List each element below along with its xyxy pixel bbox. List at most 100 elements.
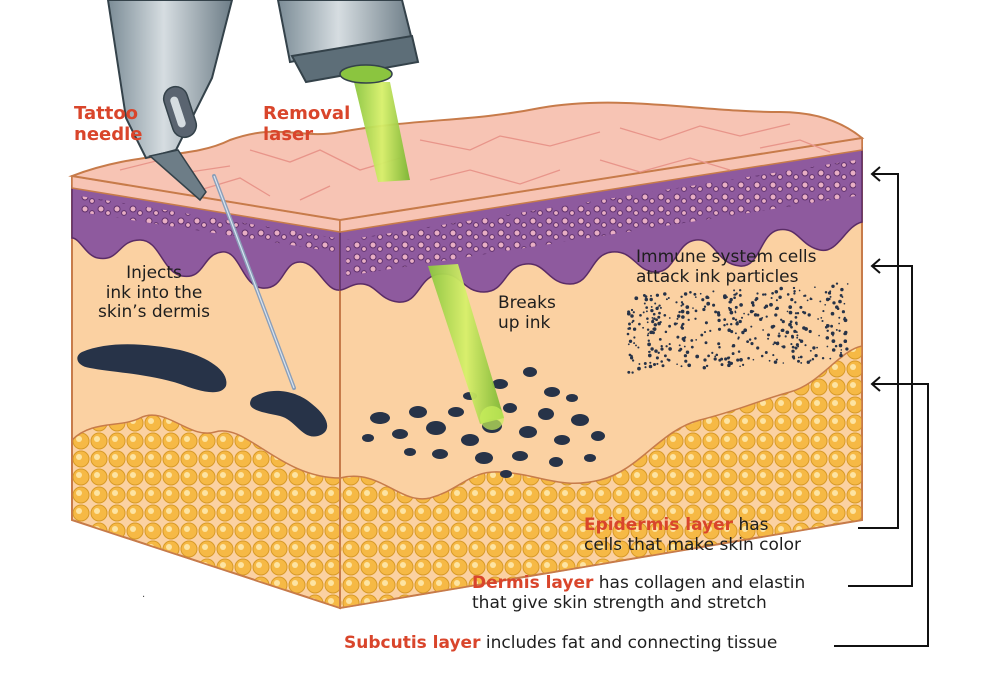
ink-particle xyxy=(676,363,678,366)
ink-particle xyxy=(703,305,707,308)
subcutis-fat-layer-front xyxy=(71,414,341,610)
ink-particle xyxy=(676,317,679,320)
ink-particle xyxy=(784,335,787,338)
layer-pointer-lines xyxy=(834,173,929,647)
ink-particle xyxy=(741,363,745,367)
ink-particle xyxy=(650,347,654,351)
ink-particle xyxy=(727,360,731,364)
ink-particle xyxy=(798,289,801,292)
ink-particle xyxy=(797,356,800,359)
ink-particle xyxy=(681,326,684,330)
ink-particle xyxy=(830,324,834,328)
ink-particle xyxy=(655,306,659,311)
ink-particle xyxy=(694,317,697,320)
ink-particle xyxy=(723,294,727,298)
ink-particle xyxy=(631,321,634,324)
ink-particle xyxy=(827,291,832,295)
ink-particle xyxy=(658,311,661,315)
dermis-layer-label: Dermis layer has collagen and elastin th… xyxy=(472,573,806,613)
ink-particle xyxy=(816,346,818,349)
ink-particle xyxy=(790,325,793,329)
ink-particle xyxy=(724,357,728,361)
ink-particle xyxy=(754,337,757,340)
ink-particle xyxy=(829,295,832,298)
ink-particle xyxy=(680,301,684,304)
ink-particle xyxy=(676,335,680,339)
ink-particle xyxy=(799,339,804,343)
ink-particle xyxy=(729,362,733,365)
ink-particle xyxy=(765,315,768,318)
ink-particle xyxy=(680,309,685,314)
ink-particle xyxy=(664,330,668,334)
ink-particle xyxy=(633,336,636,339)
ink-particle xyxy=(717,318,721,323)
ink-particle xyxy=(791,345,795,349)
ink-particle xyxy=(645,310,648,313)
ink-particle xyxy=(687,318,690,322)
ink-particle xyxy=(740,316,744,319)
ink-particle xyxy=(826,345,829,348)
ink-particle xyxy=(786,293,790,296)
ink-particle xyxy=(632,327,637,331)
ink-particle xyxy=(626,311,631,316)
ink-particle xyxy=(845,347,849,351)
ink-particle xyxy=(733,293,736,296)
ink-particle xyxy=(632,311,635,314)
ink-particle xyxy=(772,343,775,346)
ink-particle xyxy=(843,302,846,305)
ink-particle xyxy=(775,341,780,346)
ink-particle xyxy=(644,297,649,302)
ink-particle xyxy=(767,337,770,340)
ink-particle xyxy=(709,329,712,332)
ink-particle xyxy=(712,290,715,293)
ink-particle xyxy=(750,301,755,305)
ink-particle xyxy=(760,354,764,358)
ink-particle xyxy=(680,324,684,327)
ink-particle xyxy=(639,313,642,317)
ink-particle xyxy=(679,347,683,351)
ink-particle xyxy=(694,309,698,313)
ink-particle xyxy=(756,292,759,295)
ink-particle xyxy=(714,355,717,358)
ink-particle xyxy=(764,351,768,354)
ink-particle xyxy=(842,318,845,320)
ink-particle xyxy=(690,345,694,349)
ink-particle xyxy=(738,293,742,297)
ink-particle xyxy=(794,312,798,315)
ink-particle xyxy=(797,345,800,348)
ink-particle xyxy=(661,364,665,368)
ink-particle xyxy=(771,291,774,295)
ink-particle xyxy=(650,308,654,313)
ink-particle xyxy=(739,303,743,307)
ink-particle xyxy=(660,347,664,351)
ink-particle xyxy=(733,296,736,300)
ink-particle xyxy=(843,339,848,344)
ink-particle xyxy=(830,331,835,336)
ink-particle xyxy=(665,345,668,348)
ink-particle xyxy=(680,295,683,298)
ink-particle xyxy=(627,343,630,346)
ink-particle xyxy=(704,321,708,325)
ink-particle xyxy=(638,322,641,326)
ink-particle xyxy=(659,321,662,324)
ink-particle xyxy=(750,342,754,346)
ink-particle xyxy=(700,333,704,337)
epidermis-top-surface xyxy=(68,101,865,222)
ink-particle xyxy=(734,311,737,314)
laser-beam xyxy=(354,82,504,430)
ink-particle xyxy=(643,302,646,305)
ink-particle xyxy=(822,310,825,313)
ink-particle xyxy=(754,298,758,302)
ink-particle xyxy=(683,345,686,348)
ink-particle xyxy=(714,310,718,314)
ink-particle xyxy=(820,317,823,319)
stray-mark: · xyxy=(142,592,145,603)
skin-block-side xyxy=(339,137,863,610)
ink-particle xyxy=(782,345,786,349)
ink-particle xyxy=(681,315,685,319)
ink-particle xyxy=(726,323,729,326)
ink-particle xyxy=(764,293,767,296)
arrowheads xyxy=(870,166,881,392)
ink-particle xyxy=(717,327,722,331)
ink-particle xyxy=(730,330,734,334)
